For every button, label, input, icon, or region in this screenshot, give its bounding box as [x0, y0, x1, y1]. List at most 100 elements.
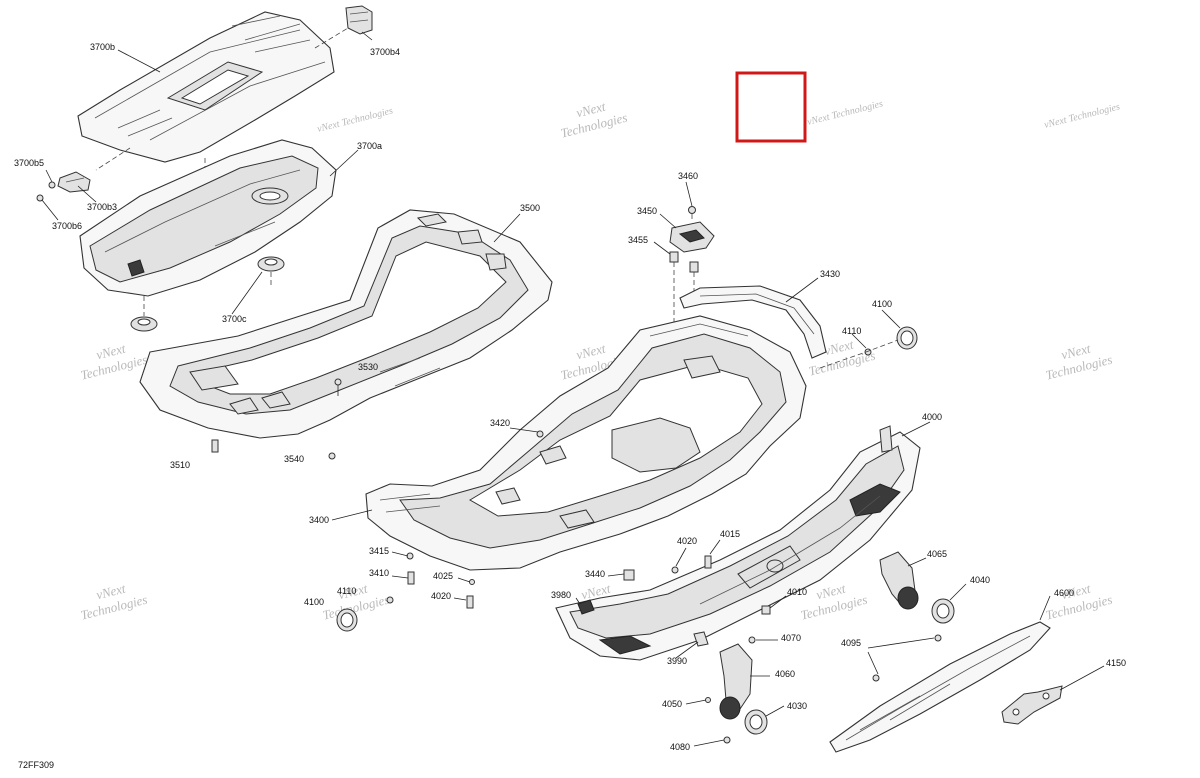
callout-3700b3: 3700b3 [87, 202, 117, 212]
part-3500-console-frame [139, 209, 553, 439]
drawing-reference-code: 72FF309 [18, 760, 54, 770]
callout-3450: 3450 [637, 206, 657, 216]
part-4025-screw [469, 579, 475, 585]
part-4020-screw-right [671, 566, 679, 574]
callout-3410: 3410 [369, 568, 389, 578]
part-3400-main-deck [365, 315, 807, 571]
callout-3700b6: 3700b6 [52, 221, 82, 231]
svg-text:vNext: vNext [823, 337, 856, 359]
part-3540-screw [328, 452, 336, 460]
part-4110-clip-upper [819, 339, 899, 369]
part-4015-screw [704, 555, 712, 569]
part-3420-screw [536, 430, 544, 438]
svg-text:vNext: vNext [337, 581, 370, 603]
part-4150-bracket [1001, 685, 1063, 725]
watermark: vNext Technologies [79, 581, 149, 623]
part-4070-screw [748, 636, 756, 644]
callout-4015: 4015 [720, 529, 740, 539]
callout-3420: 3420 [490, 418, 510, 428]
part-4080-screw [723, 736, 731, 744]
callout-3700b5: 3700b5 [14, 158, 44, 168]
callout-3500: 3500 [520, 203, 540, 213]
watermark: vNext Technologies [79, 341, 149, 383]
part-3430-grab-bar [679, 285, 827, 359]
part-3450-bracket [669, 221, 715, 253]
part-3440-clip [623, 569, 635, 581]
part-4065-bracket [879, 551, 919, 610]
callout-4110-upper: 4110 [842, 326, 861, 336]
callout-3700b4: 3700b4 [370, 47, 400, 57]
callout-4150: 4150 [1106, 658, 1126, 668]
callout-3980: 3980 [551, 590, 571, 600]
callout-4010: 4010 [787, 587, 807, 597]
callout-3530: 3530 [358, 362, 378, 372]
watermark: vNext Technologies [316, 105, 394, 134]
callout-4100-upper: 4100 [872, 299, 892, 309]
part-3700b6-screw [36, 194, 44, 202]
callout-3430: 3430 [820, 269, 840, 279]
part-3700b4-latch [345, 5, 373, 35]
callout-3510: 3510 [170, 460, 190, 470]
part-3460-screw [688, 206, 696, 214]
part-4100-cap-upper [896, 326, 918, 350]
svg-text:vNext Technologies: vNext Technologies [316, 105, 394, 134]
leader-lines [41, 31, 1105, 747]
part-4030-light [744, 709, 768, 735]
callout-4025: 4025 [433, 571, 453, 581]
watermark: vNext Technologies [559, 99, 629, 141]
part-4040-light [931, 598, 955, 624]
svg-text:vNext: vNext [815, 581, 848, 603]
callout-3460: 3460 [678, 171, 698, 181]
part-3700b-storage-cover [77, 11, 349, 260]
svg-text:vNext Technologies: vNext Technologies [1043, 101, 1121, 130]
callout-4080: 4080 [670, 742, 690, 752]
part-4020-screw-left [466, 595, 474, 609]
svg-text:vNext: vNext [95, 341, 128, 363]
callout-3990: 3990 [667, 656, 687, 666]
part-3980-reflector [577, 599, 595, 615]
callout-3440: 3440 [585, 569, 605, 579]
part-4050-screw [705, 697, 711, 703]
callout-4020-left: 4020 [431, 591, 451, 601]
part-4600-skid-plate [829, 621, 1051, 753]
part-4095-clip [872, 634, 942, 682]
svg-text:vNext: vNext [575, 341, 608, 363]
part-3530-screw [334, 378, 342, 396]
watermark: vNext Technologies [1044, 581, 1114, 623]
watermark: vNext Technologies [1044, 341, 1114, 383]
callout-4600: 4600 [1054, 588, 1074, 598]
callout-4000: 4000 [922, 412, 942, 422]
part-4060-bracket [719, 643, 753, 720]
callout-3415: 3415 [369, 546, 389, 556]
callout-4070: 4070 [781, 633, 801, 643]
part-3455-nut [669, 251, 699, 273]
part-3410-screw [407, 571, 415, 585]
watermark: vNext Technologies [806, 98, 884, 127]
callout-3700b: 3700b [90, 42, 115, 52]
highlight-box [735, 71, 807, 143]
part-4100-cap-lower [336, 608, 358, 632]
callout-3700c: 3700c [222, 314, 247, 324]
callout-4065: 4065 [927, 549, 947, 559]
callout-4095: 4095 [841, 638, 861, 648]
part-3700b3-latch [57, 171, 91, 193]
part-3510-screw [211, 439, 219, 453]
callout-3400: 3400 [309, 515, 329, 525]
part-4110-clip-lower [386, 596, 394, 604]
svg-text:vNext: vNext [1060, 581, 1093, 603]
callout-4040: 4040 [970, 575, 990, 585]
svg-text:vNext Technologies: vNext Technologies [806, 98, 884, 127]
part-3700a-storage-tub [79, 139, 337, 297]
callout-4110-lower: 4110 [337, 586, 356, 596]
svg-text:vNext: vNext [1060, 341, 1093, 363]
callout-4030: 4030 [787, 701, 807, 711]
part-4010-clip [761, 605, 771, 615]
watermark: vNext Technologies [1043, 101, 1121, 130]
part-3700c-button [130, 256, 285, 332]
callout-3700a: 3700a [357, 141, 382, 151]
part-3700b5-screw [48, 181, 56, 189]
callout-3540: 3540 [284, 454, 304, 464]
part-4000-rear-bumper [555, 425, 921, 661]
callout-4100-lower: 4100 [304, 597, 324, 607]
